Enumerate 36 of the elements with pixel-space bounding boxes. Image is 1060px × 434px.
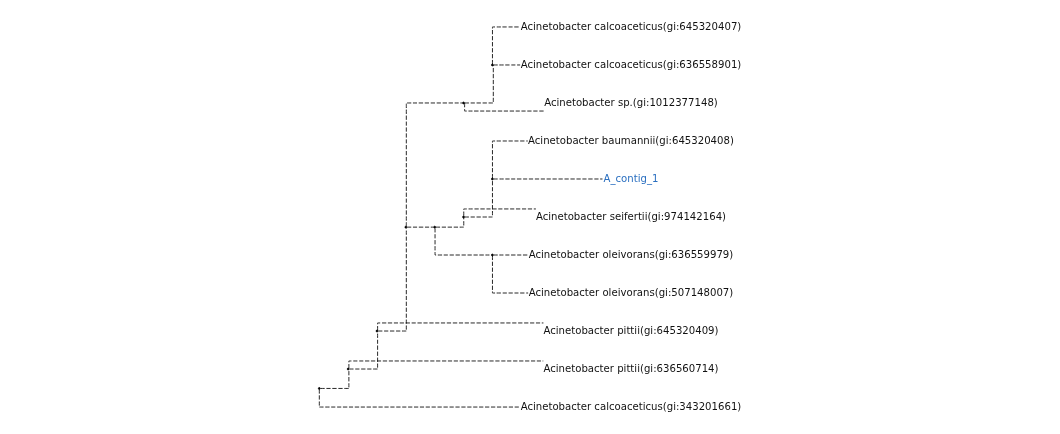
connector bbox=[464, 64, 494, 104]
connector bbox=[492, 140, 529, 179]
node-text: Acinetobacter oleivorans(gi:507148007) bbox=[528, 286, 734, 298]
node-point bbox=[491, 63, 494, 67]
node-point bbox=[404, 225, 408, 229]
connector bbox=[406, 226, 435, 228]
node-text: Acinetobacter calcoaceticus(gi:343201661) bbox=[520, 400, 742, 412]
connector bbox=[493, 64, 521, 66]
node-text: Acinetobacter oleivorans(gi:636559979) bbox=[528, 248, 734, 260]
node-text: Acinetobacter calcoaceticus(gi:645320407) bbox=[520, 20, 742, 32]
connector bbox=[318, 389, 521, 408]
node-text: Acinetobacter pittii(gi:645320409) bbox=[543, 324, 719, 336]
connector bbox=[493, 254, 529, 256]
node-point bbox=[317, 387, 321, 390]
node-text: Acinetobacter baumannii(gi:645320408) bbox=[528, 134, 734, 146]
node-point bbox=[462, 101, 465, 105]
connector bbox=[405, 102, 463, 227]
connector bbox=[492, 255, 529, 294]
node-point bbox=[433, 225, 437, 229]
node-text: Acinetobacter seifertii(gi:974142164) bbox=[535, 210, 727, 222]
node-point bbox=[491, 253, 494, 257]
node-text: Acinetobacter calcoaceticus(gi:636558901) bbox=[520, 58, 742, 70]
node-point bbox=[346, 367, 350, 371]
connector bbox=[492, 26, 521, 65]
node-text: A_contig_1 bbox=[603, 172, 659, 184]
node-point bbox=[491, 177, 494, 181]
node-text: Acinetobacter sp.(gi:1012377148) bbox=[544, 96, 718, 108]
node-point bbox=[462, 215, 465, 219]
connector bbox=[435, 217, 465, 228]
node-point bbox=[375, 329, 379, 333]
connector bbox=[464, 102, 545, 112]
connector bbox=[464, 179, 493, 218]
connector bbox=[493, 178, 603, 180]
connector bbox=[434, 227, 492, 256]
node-text: Acinetobacter pittii(gi:636560714) bbox=[543, 362, 719, 374]
connector bbox=[463, 208, 537, 217]
